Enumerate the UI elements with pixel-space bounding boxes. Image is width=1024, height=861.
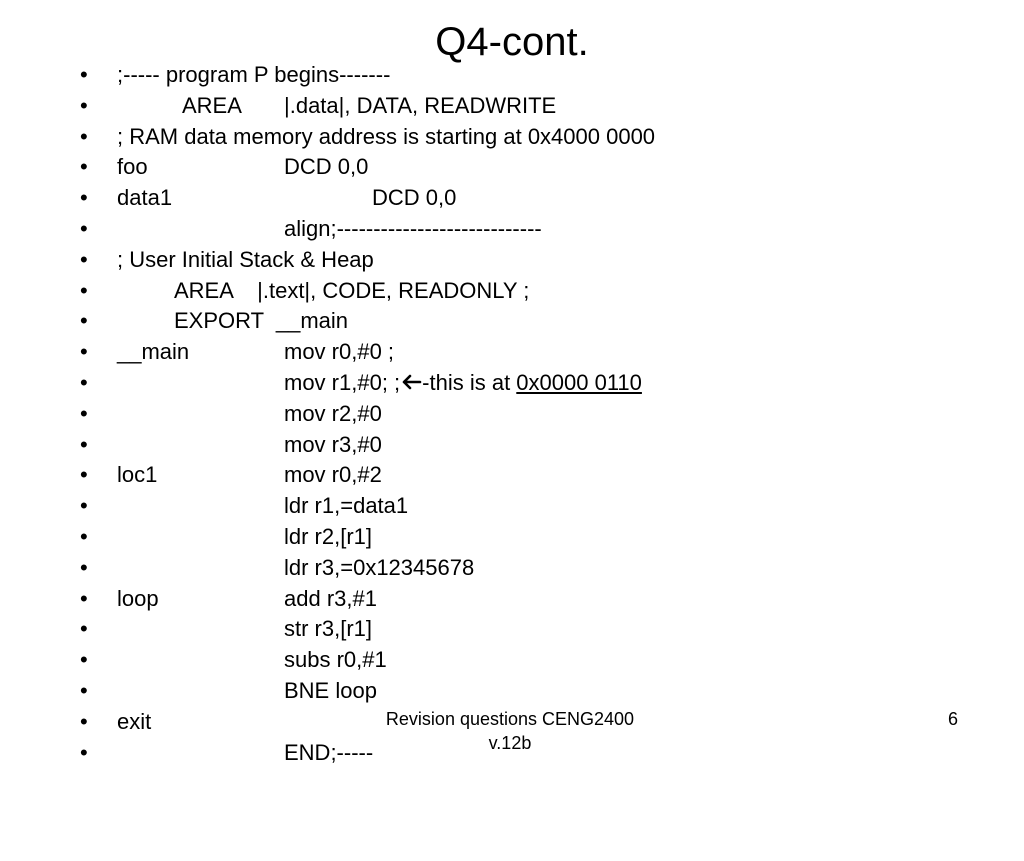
list-item: • AREA |.text|, CODE, READONLY ; [0,276,1024,307]
code-label: exit [117,708,152,734]
code-instruction: ldr r2,[r1] [284,523,373,549]
code-label: data1 [117,185,173,211]
bullet: • [80,739,88,765]
list-item: • subs r0,#1 [0,645,1024,676]
code-instruction: BNE loop [284,677,377,703]
left-arrow-icon [402,374,422,390]
bullet: • [80,523,88,549]
footer-course: Revision questions CENG2400 [385,709,635,729]
code-instruction: mov r1,#0; ; -this is at 0x0000 0110 [284,368,642,399]
code-label: loop [117,585,159,611]
list-item: • mov r1,#0; ; -this is at 0x0000 0110 [0,368,1024,399]
bullet: • [80,585,88,611]
list-item: • BNE loop [0,676,1024,707]
code-directive: AREA [182,92,242,118]
list-item: • ;----- program P begins------- [0,60,1024,91]
list-item: • foo DCD 0,0 [0,152,1024,183]
bullet: • [80,92,88,118]
bullet: • [80,554,88,580]
code-label: foo [117,154,148,180]
code-directive: AREA |.text|, CODE, READONLY ; [174,277,530,303]
code-label: __main [117,339,190,365]
list-item: • mov r3,#0 [0,430,1024,461]
code-instruction: mov r0,#2 [284,462,382,488]
list-item: • align;---------------------------- [0,214,1024,245]
list-item: • AREA |.data|, DATA, READWRITE [0,91,1024,122]
code-instruction: ldr r3,=0x12345678 [284,554,475,580]
bullet: • [80,246,88,272]
annotation-text: -this is at [422,369,517,395]
bullet: • [80,369,88,395]
list-item: • __main mov r0,#0 ; [0,337,1024,368]
list-item: • loop add r3,#1 [0,584,1024,615]
code-instruction: mov r0,#0 ; [284,339,395,365]
bullet: • [80,493,88,519]
code-instruction: DCD 0,0 [284,154,369,180]
bullet: • [80,277,88,303]
bullet: • [80,677,88,703]
list-item: • ldr r1,=data1 [0,491,1024,522]
code-instruction: add r3,#1 [284,585,377,611]
code-instruction: ldr r1,=data1 [284,493,409,519]
code-instruction: END;----- [284,739,374,765]
bullet: • [80,431,88,457]
list-item: • ; User Initial Stack & Heap [0,245,1024,276]
bullet: • [80,308,88,334]
list-item: • data1 DCD 0,0 [0,183,1024,214]
bullet: • [80,123,88,149]
list-item: • END;----- [0,738,1024,769]
code-comment: ; User Initial Stack & Heap [117,246,374,272]
bullet: • [80,154,88,180]
code-instruction: mov r3,#0 [284,431,382,457]
list-item: • ldr r3,=0x12345678 [0,553,1024,584]
bullet: • [80,339,88,365]
code-listing: • ;----- program P begins------- • AREA … [0,60,1024,768]
code-instruction: str r3,[r1] [284,616,373,642]
bullet: • [80,185,88,211]
bullet: • [80,62,88,87]
list-item: • ; RAM data memory address is starting … [0,122,1024,153]
code-comment: ; RAM data memory address is starting at… [117,123,656,149]
bullet: • [80,647,88,673]
bullet: • [80,708,88,734]
list-item: • loc1 mov r0,#2 [0,460,1024,491]
list-item: • mov r2,#0 [0,399,1024,430]
bullet: • [80,616,88,642]
slide-title: Q4-cont. [435,20,589,64]
footer-version: v.12b [488,733,532,753]
code-instruction: mov r2,#0 [284,400,382,426]
code-instruction: align;---------------------------- [284,215,542,241]
code-directive: EXPORT __main [174,308,349,334]
instruction-text: mov r1,#0; ; [284,369,401,395]
code-label: loc1 [117,462,158,488]
code-instruction: DCD 0,0 [372,185,457,211]
list-item: • EXPORT __main [0,306,1024,337]
list-item: • exit [0,707,1024,738]
list-item: • str r3,[r1] [0,614,1024,645]
bullet: • [80,462,88,488]
page-number: 6 [948,709,959,729]
bullet: • [80,400,88,426]
code-instruction: subs r0,#1 [284,647,387,673]
footer-text: Revision questions CENG2400 v.12b [360,707,660,755]
code-comment: ;----- program P begins------- [117,62,391,87]
address-text: 0x0000 0110 [516,369,642,395]
code-directive-args: |.data|, DATA, READWRITE [284,92,557,118]
bullet: • [80,215,88,241]
list-item: • ldr r2,[r1] [0,522,1024,553]
